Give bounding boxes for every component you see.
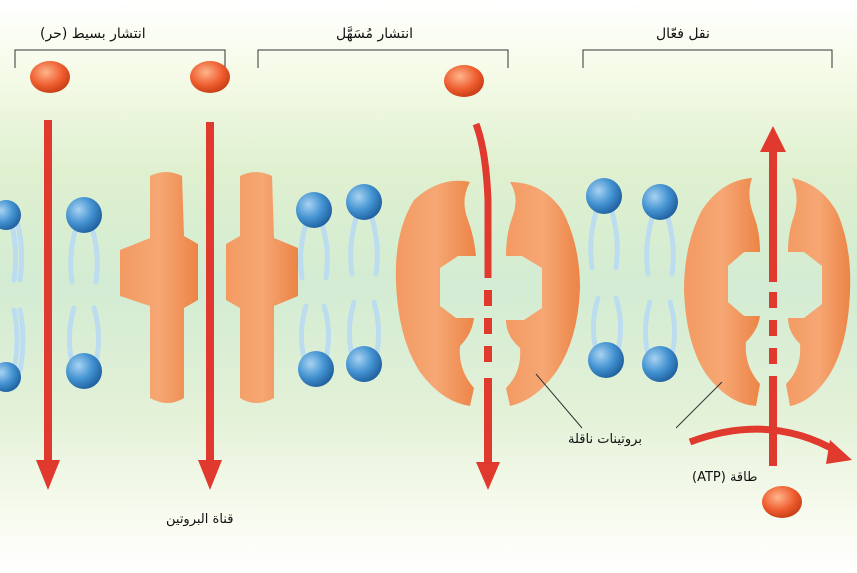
label-facilitated-diffusion: انتشار مُسَهَّل — [336, 26, 413, 42]
molecule-3 — [444, 65, 484, 97]
molecule-2 — [190, 61, 230, 93]
label-channel-protein: قناة البروتين — [166, 512, 233, 527]
molecule-atp — [762, 486, 802, 518]
label-carrier-proteins: بروتينات ناقلة — [568, 432, 642, 447]
label-simple-diffusion: انتشار بسيط (حر) — [40, 26, 146, 42]
label-active-transport: نقل فعّال — [656, 26, 710, 42]
molecule-1 — [30, 61, 70, 93]
label-energy-atp: طاقة (ATP) — [692, 470, 757, 485]
